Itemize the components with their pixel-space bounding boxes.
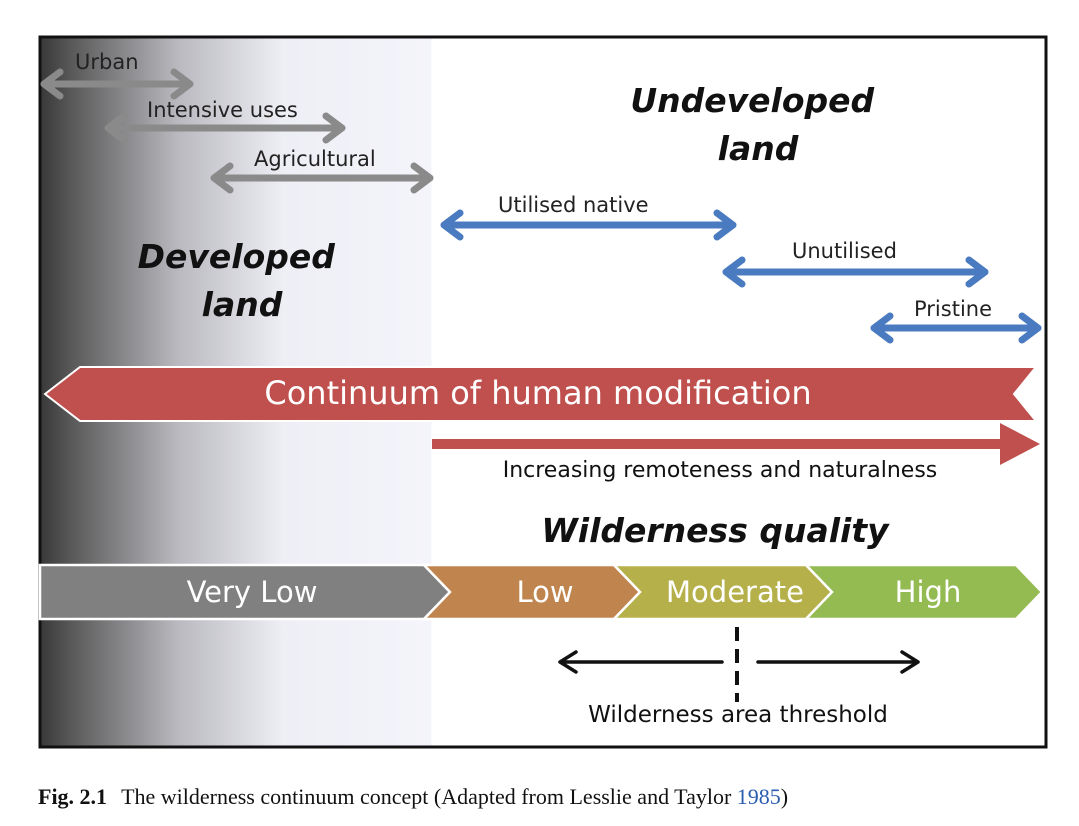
range-urban: Urban (40, 50, 194, 100)
range-label-unutilised: Unutilised (792, 239, 897, 263)
double-arrow-icon (870, 312, 1042, 344)
arrow-right-icon (756, 650, 920, 674)
range-intensive-uses: Intensive uses (104, 98, 346, 144)
double-arrow-icon (722, 256, 989, 288)
range-agricultural: Agricultural (210, 147, 434, 194)
range-label-urban: Urban (75, 50, 139, 74)
caption-text: The wilderness continuum concept (Adapte… (121, 784, 737, 809)
developed-heading-line-1: Developed (138, 237, 336, 276)
range-label-pristine: Pristine (914, 297, 992, 321)
quality-level-moderate: Moderate (666, 575, 804, 609)
range-label-utilised-native: Utilised native (498, 193, 649, 217)
caption-close: ) (780, 784, 789, 809)
double-arrow-icon (40, 68, 194, 100)
range-pristine: Pristine (870, 297, 1042, 344)
threshold-marker (558, 627, 920, 702)
undeveloped-land-heading: Undeveloped land (630, 81, 885, 168)
continuum-band (43, 366, 1039, 422)
remoteness-label: Increasing remoteness and naturalness (503, 458, 938, 483)
range-unutilised: Unutilised (722, 239, 989, 288)
continuum-label: Continuum of human modification (264, 374, 811, 412)
wilderness-quality-heading: Wilderness quality (541, 511, 890, 550)
double-arrow-icon (210, 162, 434, 194)
range-label-agricultural: Agricultural (254, 147, 376, 171)
quality-level-very-low: Very Low (187, 575, 318, 609)
double-arrow-icon (440, 209, 737, 241)
figure-caption: Fig. 2.1 The wilderness continuum concept… (38, 784, 1058, 810)
caption-reference-link[interactable]: 1985 (736, 784, 781, 809)
developed-heading-line-2: land (202, 285, 283, 324)
remoteness-arrow-icon (432, 423, 1040, 465)
range-label-intensive-uses: Intensive uses (147, 98, 298, 122)
arrow-left-icon (558, 650, 724, 674)
threshold-label: Wilderness area threshold (588, 702, 888, 728)
quality-level-high: High (895, 575, 962, 609)
quality-bar (38, 563, 1044, 621)
developed-land-heading: Developed land (138, 237, 347, 324)
caption-number: Fig. 2.1 (38, 784, 108, 809)
range-utilised-native: Utilised native (440, 193, 737, 241)
double-arrow-icon (104, 112, 346, 144)
undeveloped-heading-line-2: land (718, 129, 799, 168)
quality-segment-high (803, 563, 1044, 621)
quality-level-low: Low (516, 575, 573, 609)
undeveloped-heading-line-1: Undeveloped (630, 81, 874, 120)
